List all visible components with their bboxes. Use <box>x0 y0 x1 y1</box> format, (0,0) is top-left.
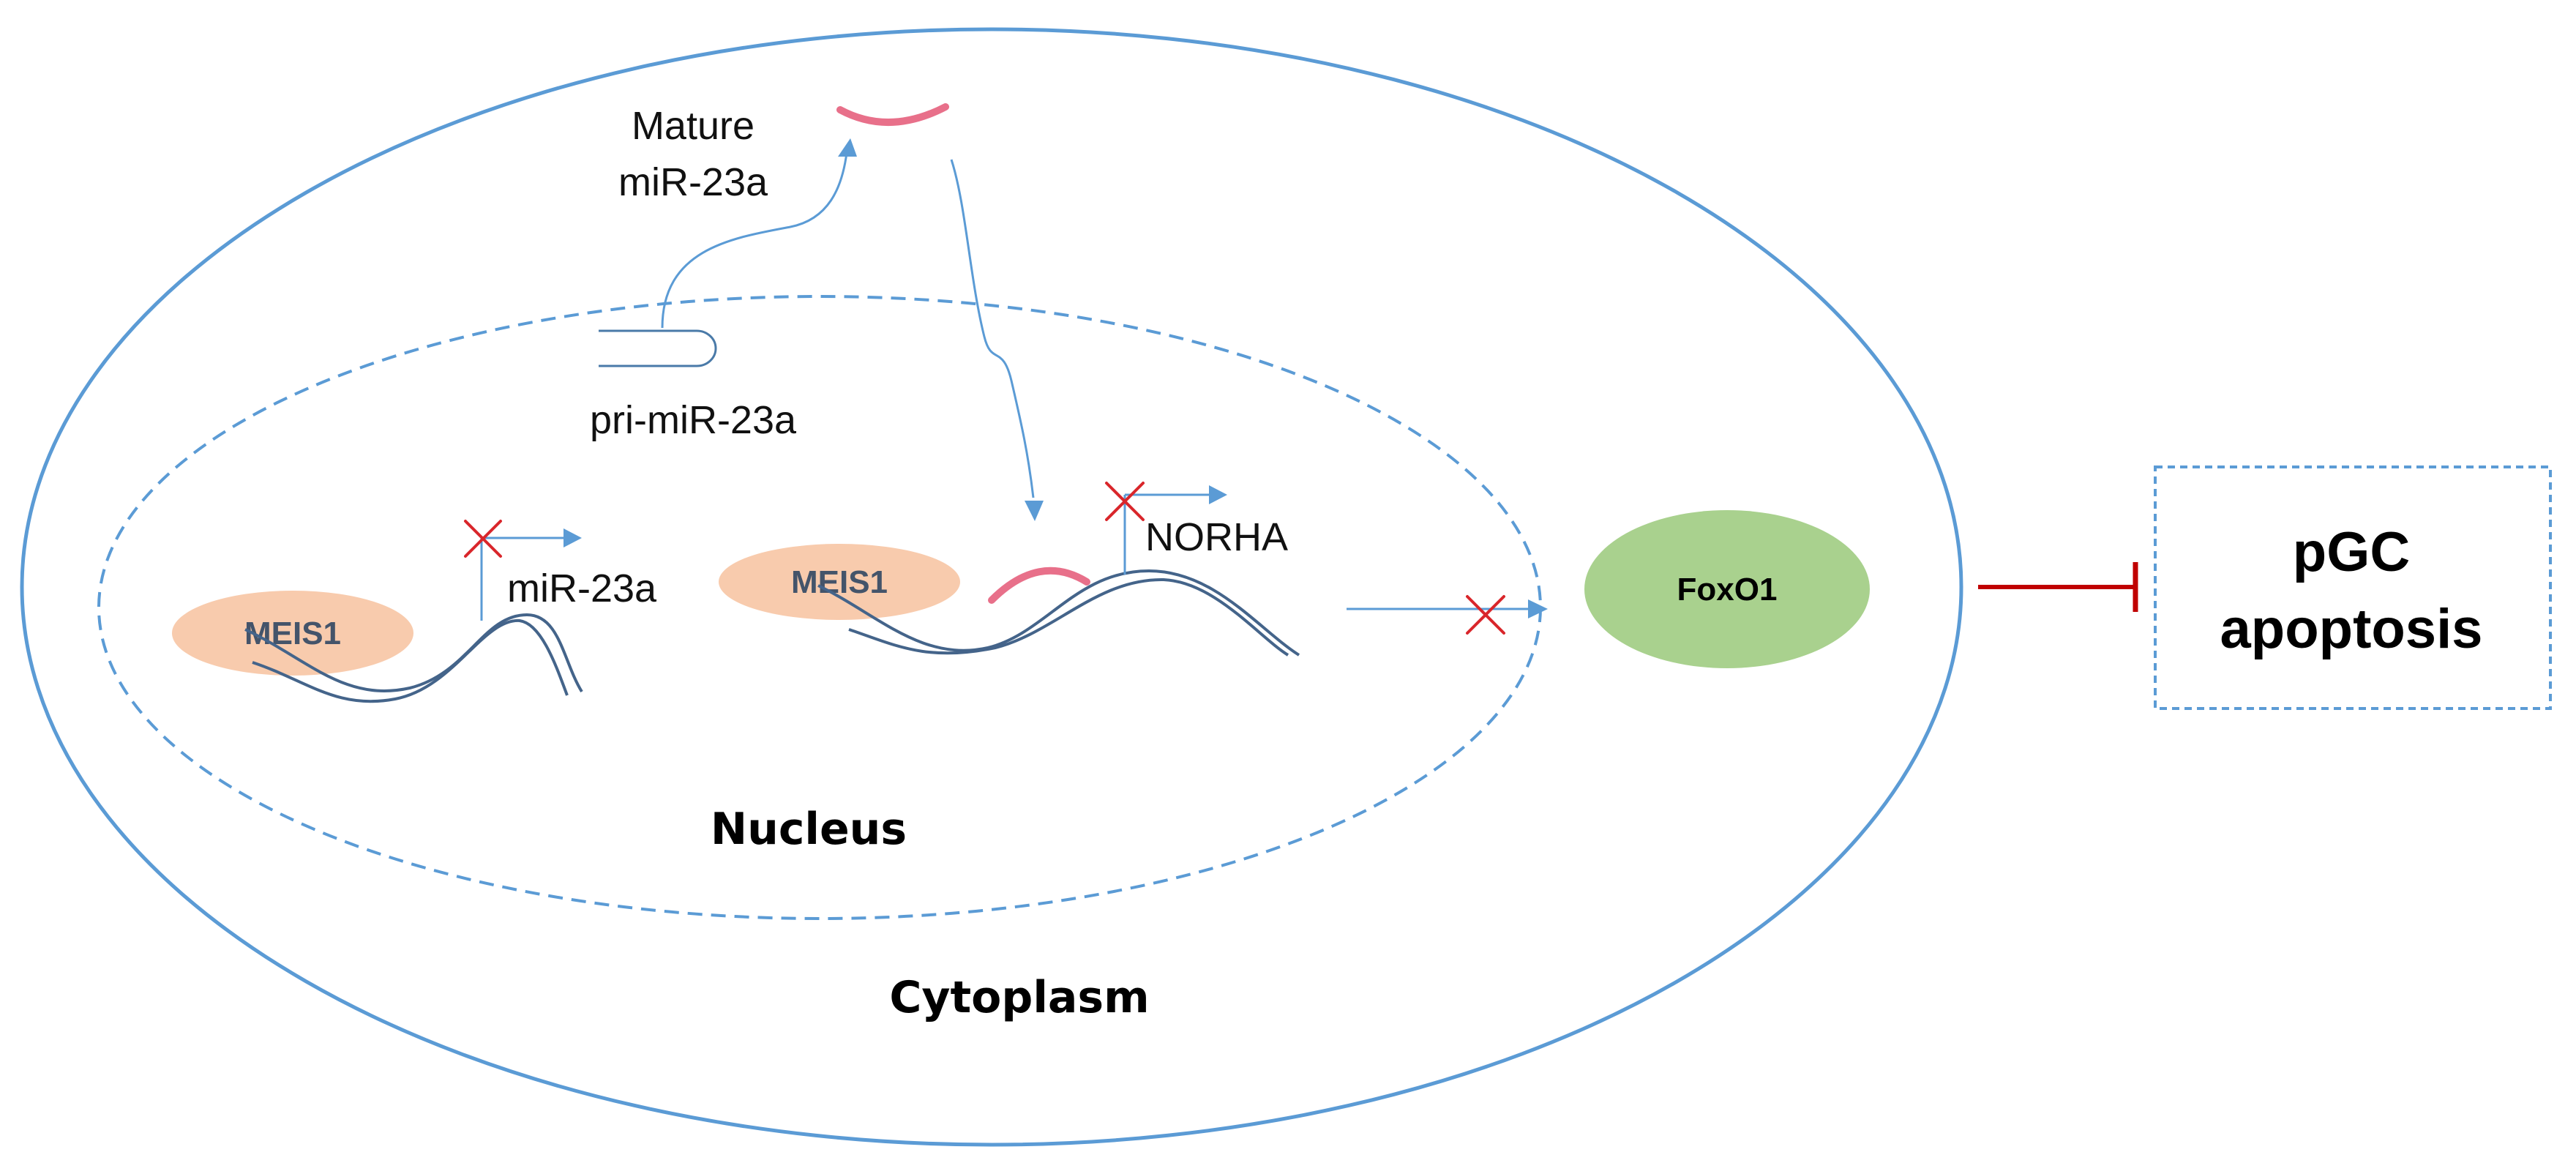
mature-mirna-icon <box>836 103 949 127</box>
bound-mirna-icon <box>988 567 1090 604</box>
nucleus-label: Nucleus <box>711 804 907 855</box>
pri-mirna-hairpin-icon <box>599 329 717 367</box>
processing-arrowhead <box>838 138 857 157</box>
foxo1-label: FoxO1 <box>1677 572 1778 607</box>
tss-arrowhead-left <box>564 528 582 547</box>
meis1-label-right: MEIS1 <box>791 564 888 600</box>
meis1-protein-right <box>719 544 960 620</box>
tss-arrowhead-right <box>1209 485 1227 504</box>
mature-mirna-label-line2: miR-23a <box>618 160 768 204</box>
cytoplasm-label: Cytoplasm <box>889 972 1149 1023</box>
gene-label-norha: NORHA <box>1145 515 1288 559</box>
blocked-arrowhead <box>1528 599 1548 618</box>
mirna-nuclear-import-arrow <box>950 159 1035 498</box>
meis1-protein-left <box>172 591 413 676</box>
mirna-import-arrowhead <box>1025 501 1044 521</box>
mature-mirna-label-line1: Mature <box>632 104 755 148</box>
cell-membrane <box>20 27 1963 1147</box>
pri-mirna-label: pri-miR-23a <box>590 398 797 442</box>
meis1-label-left: MEIS1 <box>244 616 341 651</box>
gene-label-mir23a: miR-23a <box>507 567 657 610</box>
outcome-box <box>2154 466 2552 710</box>
dna-helix-right <box>817 569 1300 657</box>
foxo1-protein <box>1584 510 1870 668</box>
cross-icon <box>464 520 502 558</box>
outcome-label-line2: apoptosis <box>2220 598 2483 660</box>
processing-arrow <box>661 146 849 329</box>
outcome-label-line1: pGC <box>2293 521 2410 583</box>
cross-icon <box>1105 482 1145 521</box>
cross-icon <box>1466 595 1505 635</box>
dna-helix-left <box>244 613 583 703</box>
